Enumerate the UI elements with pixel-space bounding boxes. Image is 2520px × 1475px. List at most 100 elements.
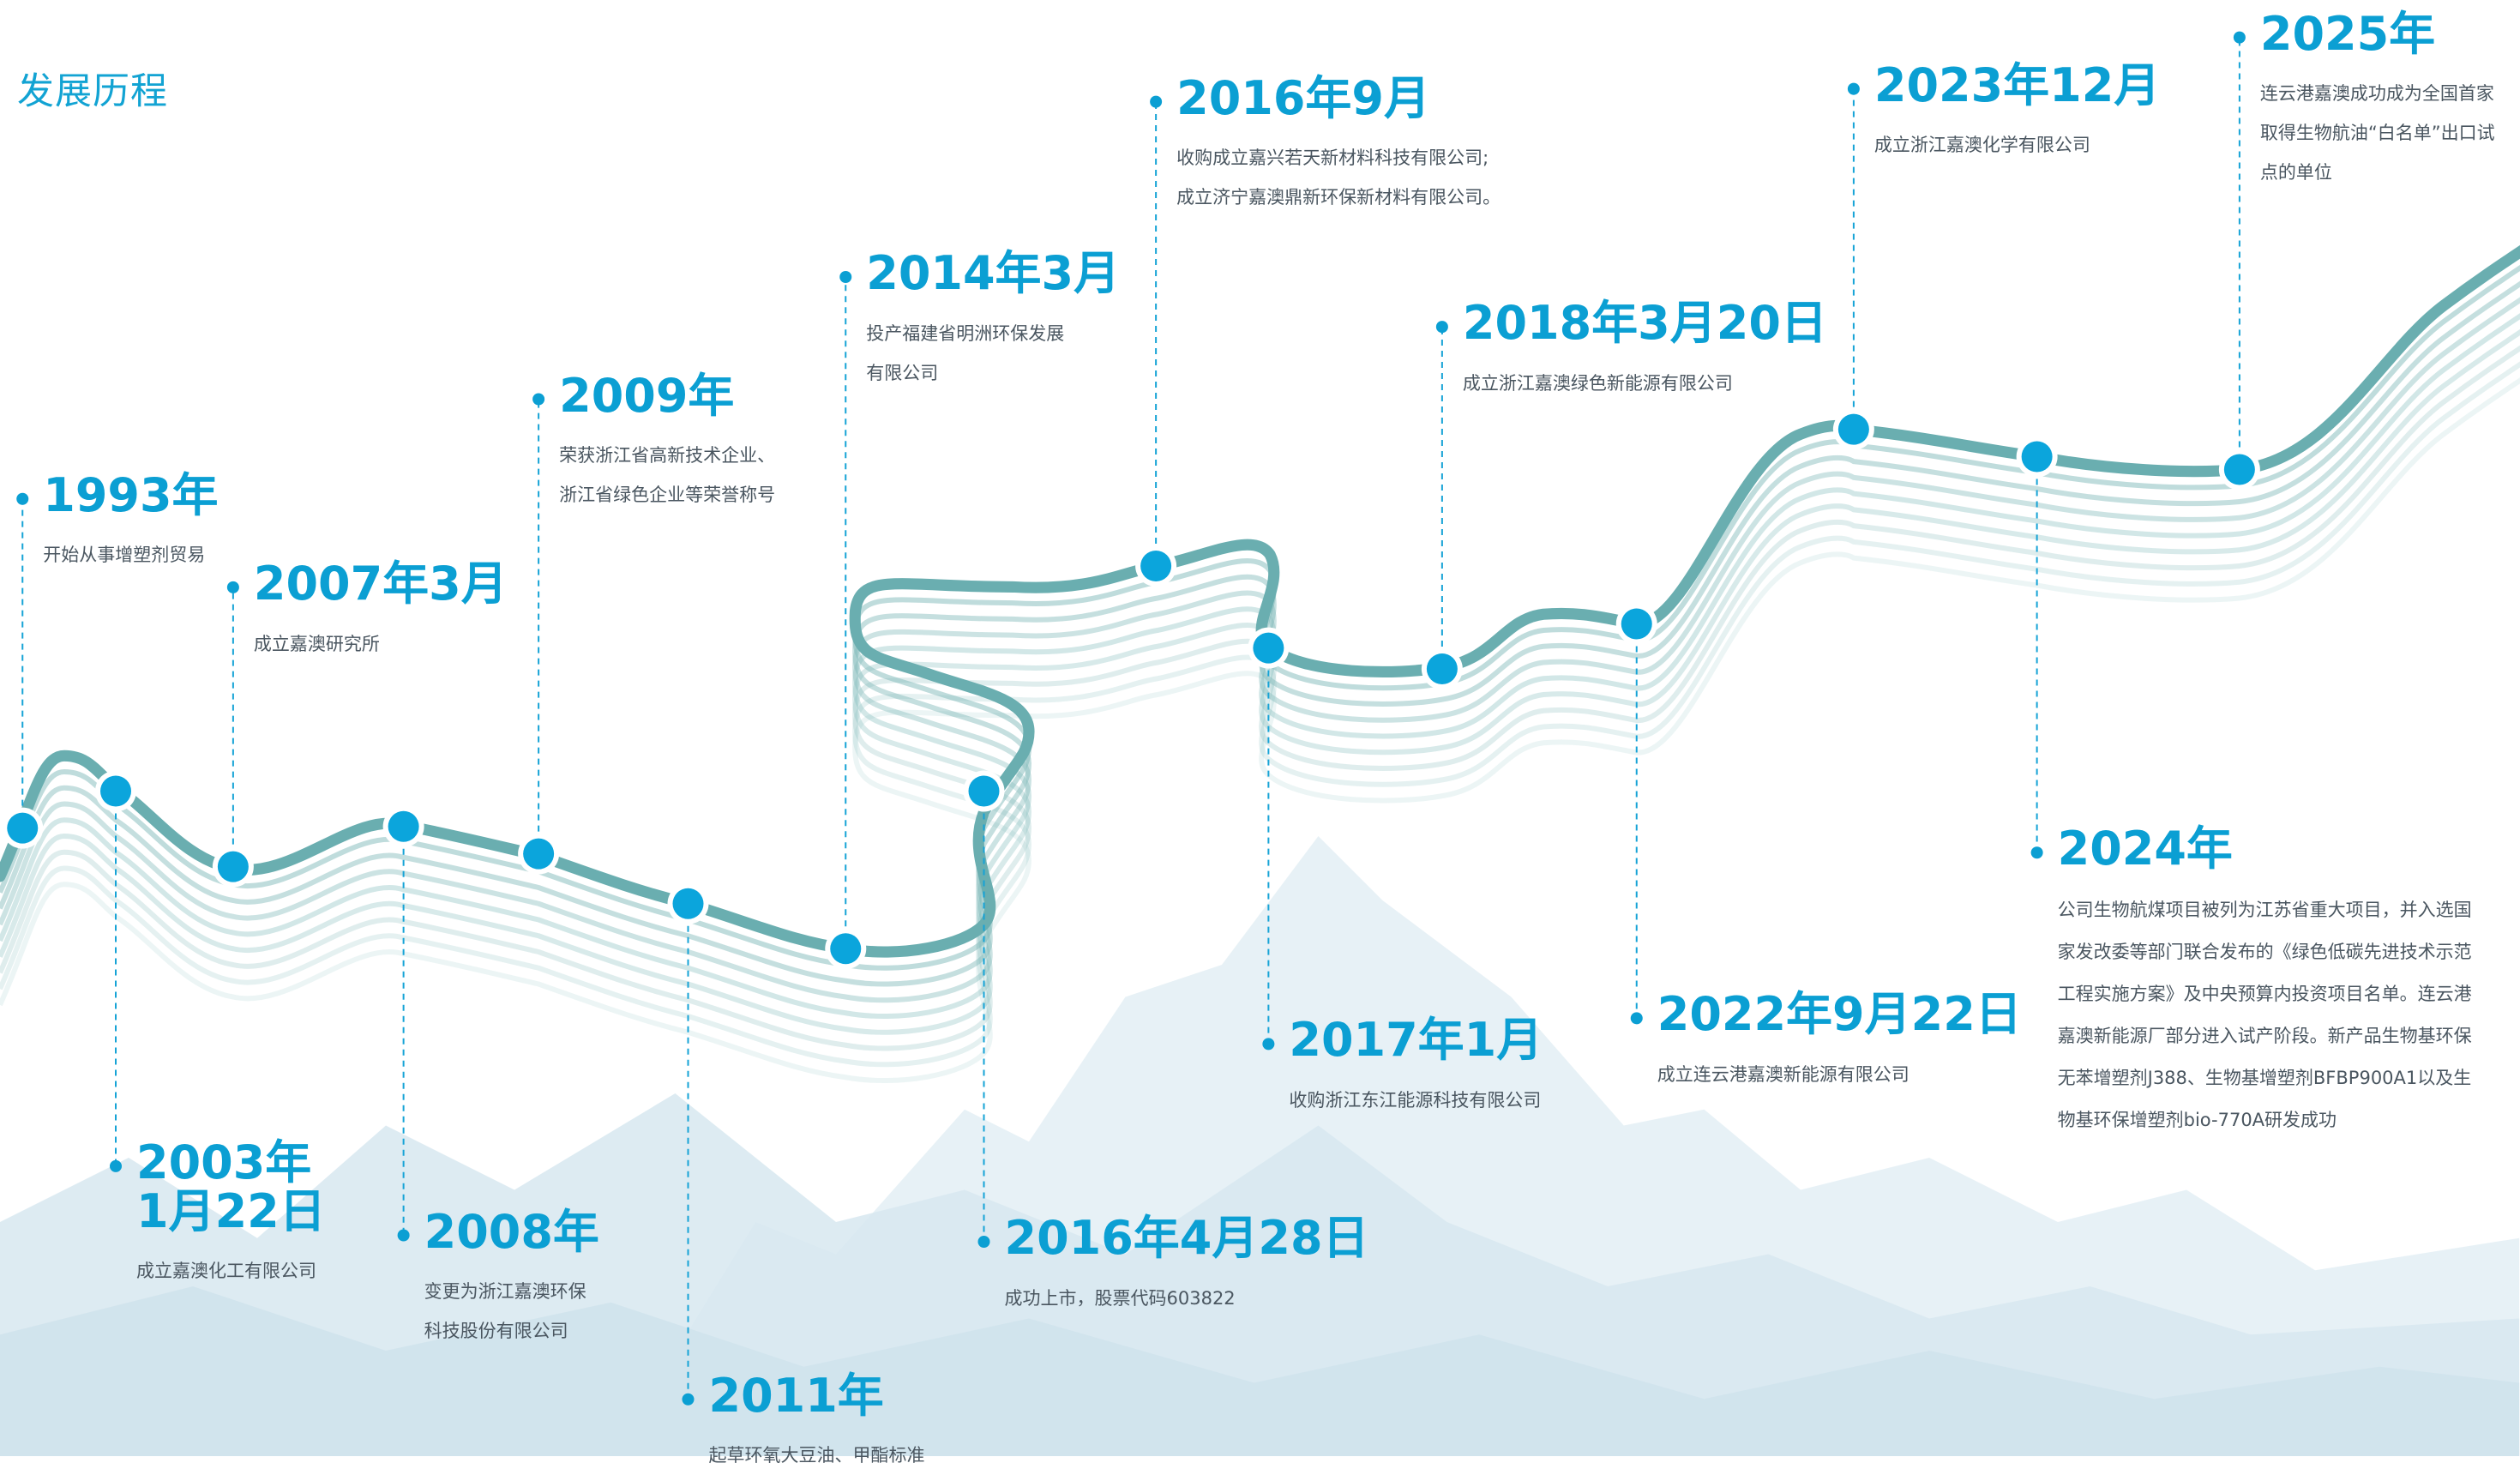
label-dot bbox=[1262, 1038, 1275, 1051]
label-dot bbox=[977, 1236, 990, 1248]
event-description: 成立浙江嘉澳绿色新能源有限公司 bbox=[1463, 364, 1827, 403]
event-description-line: 荣获浙江省高新技术企业、 bbox=[559, 445, 776, 467]
ribbon-stripe bbox=[0, 264, 2520, 971]
event-description: 收购成立嘉兴若天新材料科技有限公司; 成立济宁嘉澳鼎新环保新材料有限公司。 bbox=[1176, 138, 1501, 217]
event-description-line: 公司生物航煤项目被列为江苏省重大项目，并入选国 bbox=[2057, 899, 2472, 920]
event-date: 2009年 bbox=[559, 368, 735, 423]
event-description: 连云港嘉澳成功成为全国首家取得生物航油“白名单”出口试点的单位 bbox=[2260, 74, 2495, 192]
label-dot bbox=[682, 1393, 695, 1406]
timeline-markers bbox=[2, 31, 2260, 1406]
event-description-line: 成立浙江嘉澳化学有限公司 bbox=[1873, 135, 2090, 156]
timeline-marker[interactable] bbox=[100, 775, 131, 807]
timeline-event: 2007年3月成立嘉澳研究所 bbox=[253, 556, 508, 664]
timeline-event: 2014年3月投产福建省明洲环保发展有限公司 bbox=[866, 246, 1121, 393]
timeline-event: 2003年 1月22日成立嘉澳化工有限公司 bbox=[136, 1135, 326, 1291]
timeline-event: 2023年12月成立浙江嘉澳化学有限公司 bbox=[1873, 57, 2161, 166]
timeline-marker[interactable] bbox=[1426, 653, 1458, 684]
mountain-background bbox=[0, 836, 2520, 1456]
label-dot bbox=[2030, 846, 2043, 859]
event-date: 2024年 bbox=[2057, 822, 2233, 876]
event-date: 2018年3月20日 bbox=[1462, 296, 1827, 351]
leader-lines bbox=[21, 37, 2240, 1400]
event-description-line: 无苯增塑剂J388、生物基增塑剂BFBP900A1以及生 bbox=[2057, 1067, 2472, 1088]
label-dot bbox=[16, 492, 29, 505]
timeline-marker[interactable] bbox=[388, 810, 419, 842]
event-description-line: 浙江省绿色企业等荣誉称号 bbox=[559, 485, 776, 506]
event-date: 1993年 bbox=[43, 467, 219, 522]
event-date: 2025年 bbox=[2259, 6, 2436, 61]
timeline-marker[interactable] bbox=[217, 851, 249, 882]
event-description: 成立连云港嘉澳新能源有限公司 bbox=[1657, 1055, 2022, 1094]
timeline-marker[interactable] bbox=[7, 812, 39, 844]
event-date: 2017年1月 bbox=[1289, 1013, 1543, 1068]
event-description: 荣获浙江省高新技术企业、浙江省绿色企业等荣誉称号 bbox=[559, 436, 775, 515]
label-dot bbox=[110, 1159, 122, 1172]
event-description-line: 成功上市，股票代码603822 bbox=[1004, 1287, 1236, 1309]
timeline-event: 2016年4月28日成功上市，股票代码603822 bbox=[1004, 1213, 1369, 1318]
event-description-line: 有限公司 bbox=[866, 362, 939, 383]
timeline-event: 2008年变更为浙江嘉澳环保科技股份有限公司 bbox=[424, 1204, 599, 1352]
timeline-event: 1993年开始从事增塑剂贸易 bbox=[43, 467, 219, 575]
event-date: 2016年9月 bbox=[1176, 70, 1430, 125]
event-description-line: 投产福建省明洲环保发展 bbox=[866, 322, 1065, 344]
timeline-marker[interactable] bbox=[1621, 608, 1652, 640]
event-description-line: 开始从事增塑剂贸易 bbox=[43, 545, 206, 566]
event-description-line: 成立济宁嘉澳鼎新环保新材料有限公司。 bbox=[1176, 187, 1501, 208]
event-description-line: 成立嘉澳研究所 bbox=[253, 633, 380, 654]
label-dot bbox=[2233, 31, 2246, 44]
timeline-event: 2024年公司生物航煤项目被列为江苏省重大项目，并入选国家发改委等部门联合发布的… bbox=[2058, 825, 2472, 1141]
event-description: 公司生物航煤项目被列为江苏省重大项目，并入选国家发改委等部门联合发布的《绿色低碳… bbox=[2058, 889, 2472, 1141]
timeline-marker[interactable] bbox=[1837, 413, 1869, 445]
event-description: 起草环氧大豆油、甲酯标准 bbox=[709, 1436, 925, 1475]
event-description: 开始从事增塑剂贸易 bbox=[43, 535, 218, 575]
event-description-line: 工程实施方案》及中央预算内投资项目名单。连云港 bbox=[2057, 983, 2472, 1004]
timeline-marker[interactable] bbox=[672, 888, 704, 919]
label-dot bbox=[397, 1229, 410, 1242]
ribbon-main-line bbox=[0, 244, 2520, 958]
timeline-event: 2009年荣获浙江省高新技术企业、浙江省绿色企业等荣誉称号 bbox=[559, 368, 775, 515]
timeline-event: 2017年1月收购浙江东江能源科技有限公司 bbox=[1289, 1016, 1543, 1120]
event-description-line: 科技股份有限公司 bbox=[424, 1321, 568, 1342]
timeline-marker[interactable] bbox=[1140, 551, 1172, 581]
event-description-line: 成立连云港嘉澳新能源有限公司 bbox=[1657, 1064, 1910, 1086]
event-description: 成立浙江嘉澳化学有限公司 bbox=[1874, 125, 2160, 165]
timeline-marker[interactable] bbox=[1253, 632, 1284, 664]
timeline-marker[interactable] bbox=[2021, 441, 2053, 473]
event-description-line: 起草环氧大豆油、甲酯标准 bbox=[708, 1445, 925, 1466]
event-description: 收购浙江东江能源科技有限公司 bbox=[1289, 1081, 1543, 1120]
label-dot bbox=[1847, 82, 1860, 95]
timeline-marker[interactable] bbox=[830, 933, 862, 965]
event-date: 2007年3月 bbox=[253, 556, 508, 611]
event-date: 2014年3月 bbox=[866, 246, 1121, 300]
event-date: 2023年12月 bbox=[1873, 57, 2161, 112]
event-description-line: 收购成立嘉兴若天新材料科技有限公司; bbox=[1176, 148, 1489, 169]
event-description-line: 家发改委等部门联合发布的《绿色低碳先进技术示范 bbox=[2057, 941, 2472, 962]
label-dot bbox=[532, 393, 545, 406]
event-date: 2011年 bbox=[708, 1368, 884, 1423]
event-description-line: 物基环保增塑剂bio-770A研发成功 bbox=[2057, 1109, 2337, 1130]
timeline-event: 2025年连云港嘉澳成功成为全国首家取得生物航油“白名单”出口试点的单位 bbox=[2259, 6, 2495, 193]
event-description: 投产福建省明洲环保发展有限公司 bbox=[866, 314, 1120, 393]
timeline-marker[interactable] bbox=[523, 838, 555, 870]
page-title: 发展历程 bbox=[17, 70, 168, 113]
timeline-event: 2016年9月收购成立嘉兴若天新材料科技有限公司; 成立济宁嘉澳鼎新环保新材料有限… bbox=[1176, 70, 1501, 218]
ribbon-stripe bbox=[0, 297, 2520, 1003]
ribbon-stripe bbox=[0, 377, 2520, 1084]
event-description-line: 取得生物航油“白名单”出口试 bbox=[2259, 123, 2495, 144]
event-description-line: 点的单位 bbox=[2259, 162, 2332, 184]
label-dot bbox=[226, 581, 239, 593]
event-description-line: 嘉澳新能源厂部分进入试产阶段。新产品生物基环保 bbox=[2057, 1025, 2472, 1046]
ribbon-stripe bbox=[0, 280, 2520, 987]
ribbon-stripe bbox=[0, 313, 2520, 1020]
label-dot bbox=[1150, 95, 1163, 108]
event-date: 2003年 1月22日 bbox=[136, 1135, 326, 1238]
event-date: 2008年 bbox=[424, 1204, 599, 1259]
label-dot bbox=[1630, 1012, 1643, 1025]
timeline-event: 2011年起草环氧大豆油、甲酯标准 bbox=[708, 1368, 925, 1475]
timeline-marker[interactable] bbox=[2223, 454, 2255, 485]
label-dot bbox=[839, 271, 852, 283]
event-description: 成立嘉澳化工有限公司 bbox=[136, 1251, 326, 1291]
timeline-marker[interactable] bbox=[968, 775, 1000, 807]
event-description-line: 变更为浙江嘉澳环保 bbox=[424, 1281, 586, 1303]
